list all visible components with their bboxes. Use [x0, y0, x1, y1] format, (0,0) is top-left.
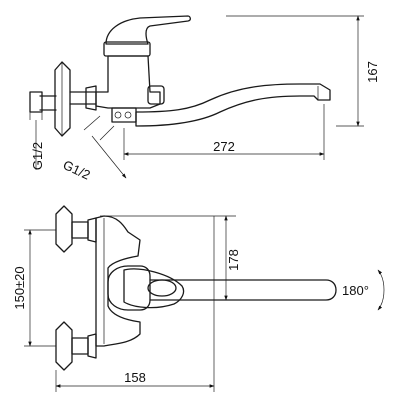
lower-wall-flange [55, 321, 73, 371]
rotation-180-label: 180° [342, 283, 369, 298]
height-178-label: 178 [226, 249, 241, 271]
upper-connector [71, 221, 89, 239]
swivel-spout [135, 83, 331, 127]
top-view: 167 272 G1/2 G1/2 [29, 15, 380, 183]
thread-g12-vertical-label: G1/2 [30, 142, 45, 170]
width-272-label: 272 [213, 139, 235, 154]
upper-wall-flange [55, 205, 73, 253]
thread-g12-angled-label: G1/2 [61, 157, 93, 183]
cartridge-collar [103, 41, 151, 57]
wall-flange [54, 61, 71, 137]
lever-handle-front [123, 268, 185, 309]
lever-grip-opening [147, 279, 177, 297]
height-167-label: 167 [365, 61, 380, 83]
mixer-body [95, 55, 161, 109]
spout-front [149, 279, 337, 301]
rotation-arrow [377, 269, 385, 311]
eccentric-connector [39, 91, 97, 111]
diverter-knob [147, 85, 165, 105]
union-nut [85, 85, 97, 111]
lever-collar-front [107, 265, 151, 311]
front-view: 150±20 178 158 180° [12, 205, 385, 392]
lower-nut [111, 107, 137, 123]
depth-158-label: 158 [124, 370, 146, 385]
lever-handle [105, 15, 191, 45]
spacing-150-label: 150±20 [12, 266, 27, 309]
inlet-stub [29, 91, 43, 113]
mixer-body-front [95, 215, 141, 347]
lower-connector [71, 337, 89, 355]
